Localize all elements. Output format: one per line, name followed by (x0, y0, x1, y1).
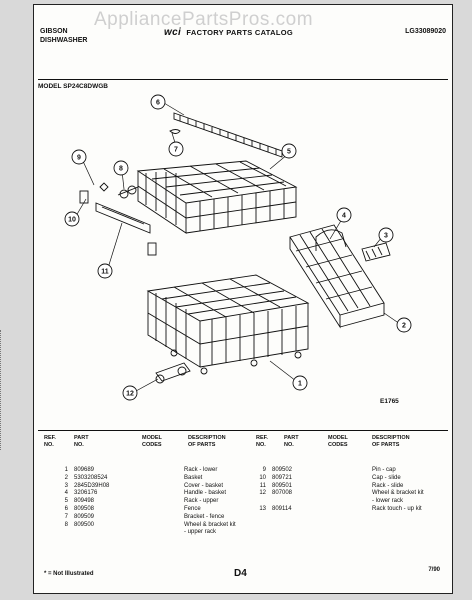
model-label: MODEL SP24C8DWGB (38, 79, 448, 90)
callout-2 (396, 317, 412, 333)
header-brand-block: GIBSON DISHWASHER (40, 27, 87, 45)
callout-label-10: 10 (68, 217, 76, 224)
parts-catalog-page: AppliancePartsPros.com GIBSON DISHWASHER… (33, 4, 453, 594)
callout-label-2: 2 (402, 323, 406, 330)
figure-number: E1765 (380, 398, 399, 405)
table-row: - upper rack (184, 529, 217, 536)
lower-rack-part (146, 274, 310, 375)
callout-label-6: 6 (156, 100, 160, 107)
slide-rack-part (79, 190, 157, 256)
col-part-right: PART NO. (284, 435, 299, 448)
callout-label-7: 7 (174, 147, 178, 154)
doc-number: LG33089020 (405, 28, 446, 35)
pin-cap-part (99, 182, 109, 192)
fence-bracket-part (169, 129, 181, 134)
catalog-date: 7/90 (428, 567, 440, 573)
callout-label-11: 11 (101, 269, 109, 276)
callout-3 (378, 227, 394, 243)
catalog-title: wci FACTORY PARTS CATALOG (164, 27, 293, 38)
table-row: - lower rack (372, 498, 404, 505)
lower-wheel-bracket-part (155, 362, 191, 384)
callout-10 (64, 211, 80, 227)
basket-part (289, 224, 385, 329)
upper-rack-part (136, 160, 298, 234)
parts-table: REF. NO. PART NO. MODEL CODES DESCRIPTIO… (38, 430, 448, 535)
exploded-parts-diagram: 1 2 3 4 5 6 7 8 9 10 11 12 (64, 94, 412, 401)
col-ref-left: REF. NO. (44, 435, 56, 448)
callout-label-5: 5 (287, 149, 291, 156)
wci-logo: wci (164, 27, 182, 38)
callout-label-3: 3 (384, 233, 388, 240)
upper-wheel-bracket-part (117, 185, 139, 199)
basket-handle-part (315, 229, 347, 251)
callout-5 (281, 143, 297, 159)
callout-11 (97, 263, 113, 279)
callout-4 (336, 207, 352, 223)
callout-label-9: 9 (77, 155, 81, 162)
basket-cover-part (361, 242, 391, 262)
scan-edge-artifact (0, 330, 5, 450)
watermark: AppliancePartsPros.com (94, 9, 314, 30)
callout-8 (113, 160, 129, 176)
callout-1 (292, 375, 308, 391)
product-name: DISHWASHER (40, 37, 88, 44)
callout-label-1: 1 (298, 381, 302, 388)
not-illustrated-note: * = Not Illustrated (44, 571, 94, 577)
callout-9 (71, 149, 87, 165)
col-model-left: MODEL CODES (142, 435, 162, 448)
callout-6 (150, 94, 166, 110)
catalog-title-text: FACTORY PARTS CATALOG (186, 28, 294, 37)
col-ref-right: REF. NO. (256, 435, 268, 448)
col-model-right: MODEL CODES (328, 435, 348, 448)
col-part-left: PART NO. (74, 435, 89, 448)
brand-name: GIBSON (40, 28, 68, 35)
callout-label-12: 12 (126, 391, 134, 398)
col-desc-left: DESCRIPTION OF PARTS (188, 435, 226, 448)
col-desc-right: DESCRIPTION OF PARTS (372, 435, 410, 448)
page-number: D4 (234, 568, 247, 579)
callout-12 (122, 385, 138, 401)
callout-label-8: 8 (119, 166, 123, 173)
callout-7 (168, 141, 184, 157)
callout-label-4: 4 (342, 213, 346, 220)
fence-part (173, 112, 283, 158)
